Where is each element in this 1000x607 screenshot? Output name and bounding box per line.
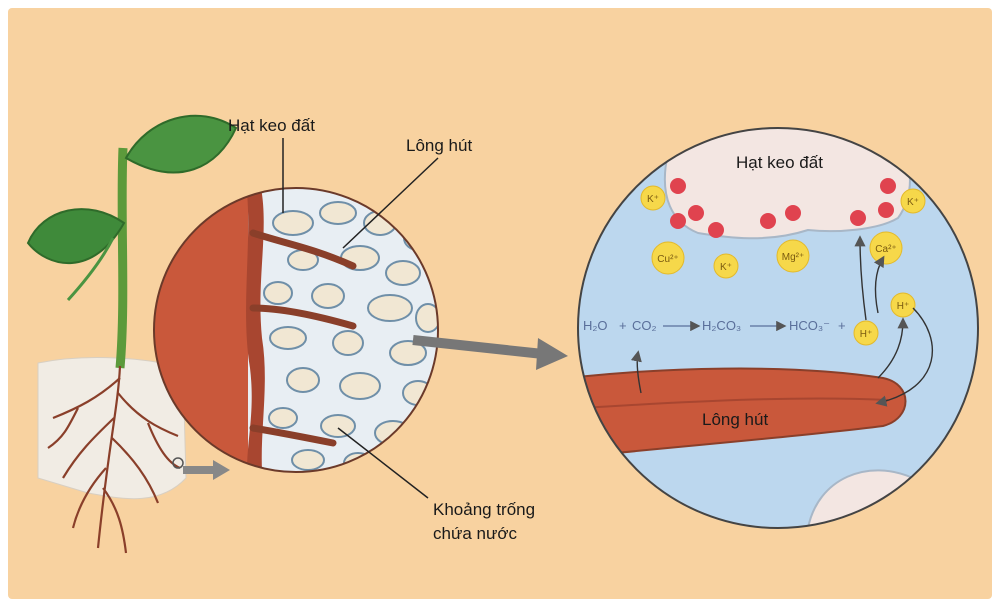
ion-k-mid: K⁺ [720, 262, 732, 273]
eq-hco3: HCO₃⁻ [789, 318, 830, 333]
eq-h2o: H₂O [583, 318, 608, 333]
ion-k-top-right: K⁺ [907, 197, 919, 208]
left-zoom-circle [148, 183, 448, 483]
label-hat-keo-dat-zoom: Hạt keo đất [736, 153, 823, 173]
eq-plus1: + [619, 318, 627, 333]
ion-mg: Mg²⁺ [782, 252, 805, 263]
leaf-upper [126, 116, 236, 173]
eq-plus2: + [838, 318, 846, 333]
ion-h-right: H⁺ [897, 301, 910, 312]
ion-ca: Ca²⁺ [875, 244, 896, 255]
ion-k-top-left: K⁺ [647, 194, 659, 205]
plant-stem [120, 148, 123, 368]
eq-h: H⁺ [860, 329, 873, 340]
eq-h2co3: H₂CO₃ [702, 318, 741, 333]
diagram-canvas: K⁺ K⁺ Cu²⁺ K⁺ Mg²⁺ Ca²⁺ H⁺ H₂O + CO₂ H₂C… [8, 8, 992, 599]
ion-cu: Cu²⁺ [657, 254, 678, 265]
label-long-hut: Lông hút [406, 136, 472, 156]
label-khoang-trong-line1: Khoảng trống [433, 500, 535, 520]
label-khoang-trong-line2: chứa nước [433, 524, 517, 544]
eq-co2: CO₂ [632, 318, 657, 333]
leaf-left [28, 209, 124, 263]
right-zoom-circle [568, 118, 988, 538]
soil-colloid [665, 128, 910, 238]
label-long-hut-zoom: Lông hút [702, 410, 768, 430]
label-hat-keo-dat: Hạt keo đất [228, 116, 315, 136]
